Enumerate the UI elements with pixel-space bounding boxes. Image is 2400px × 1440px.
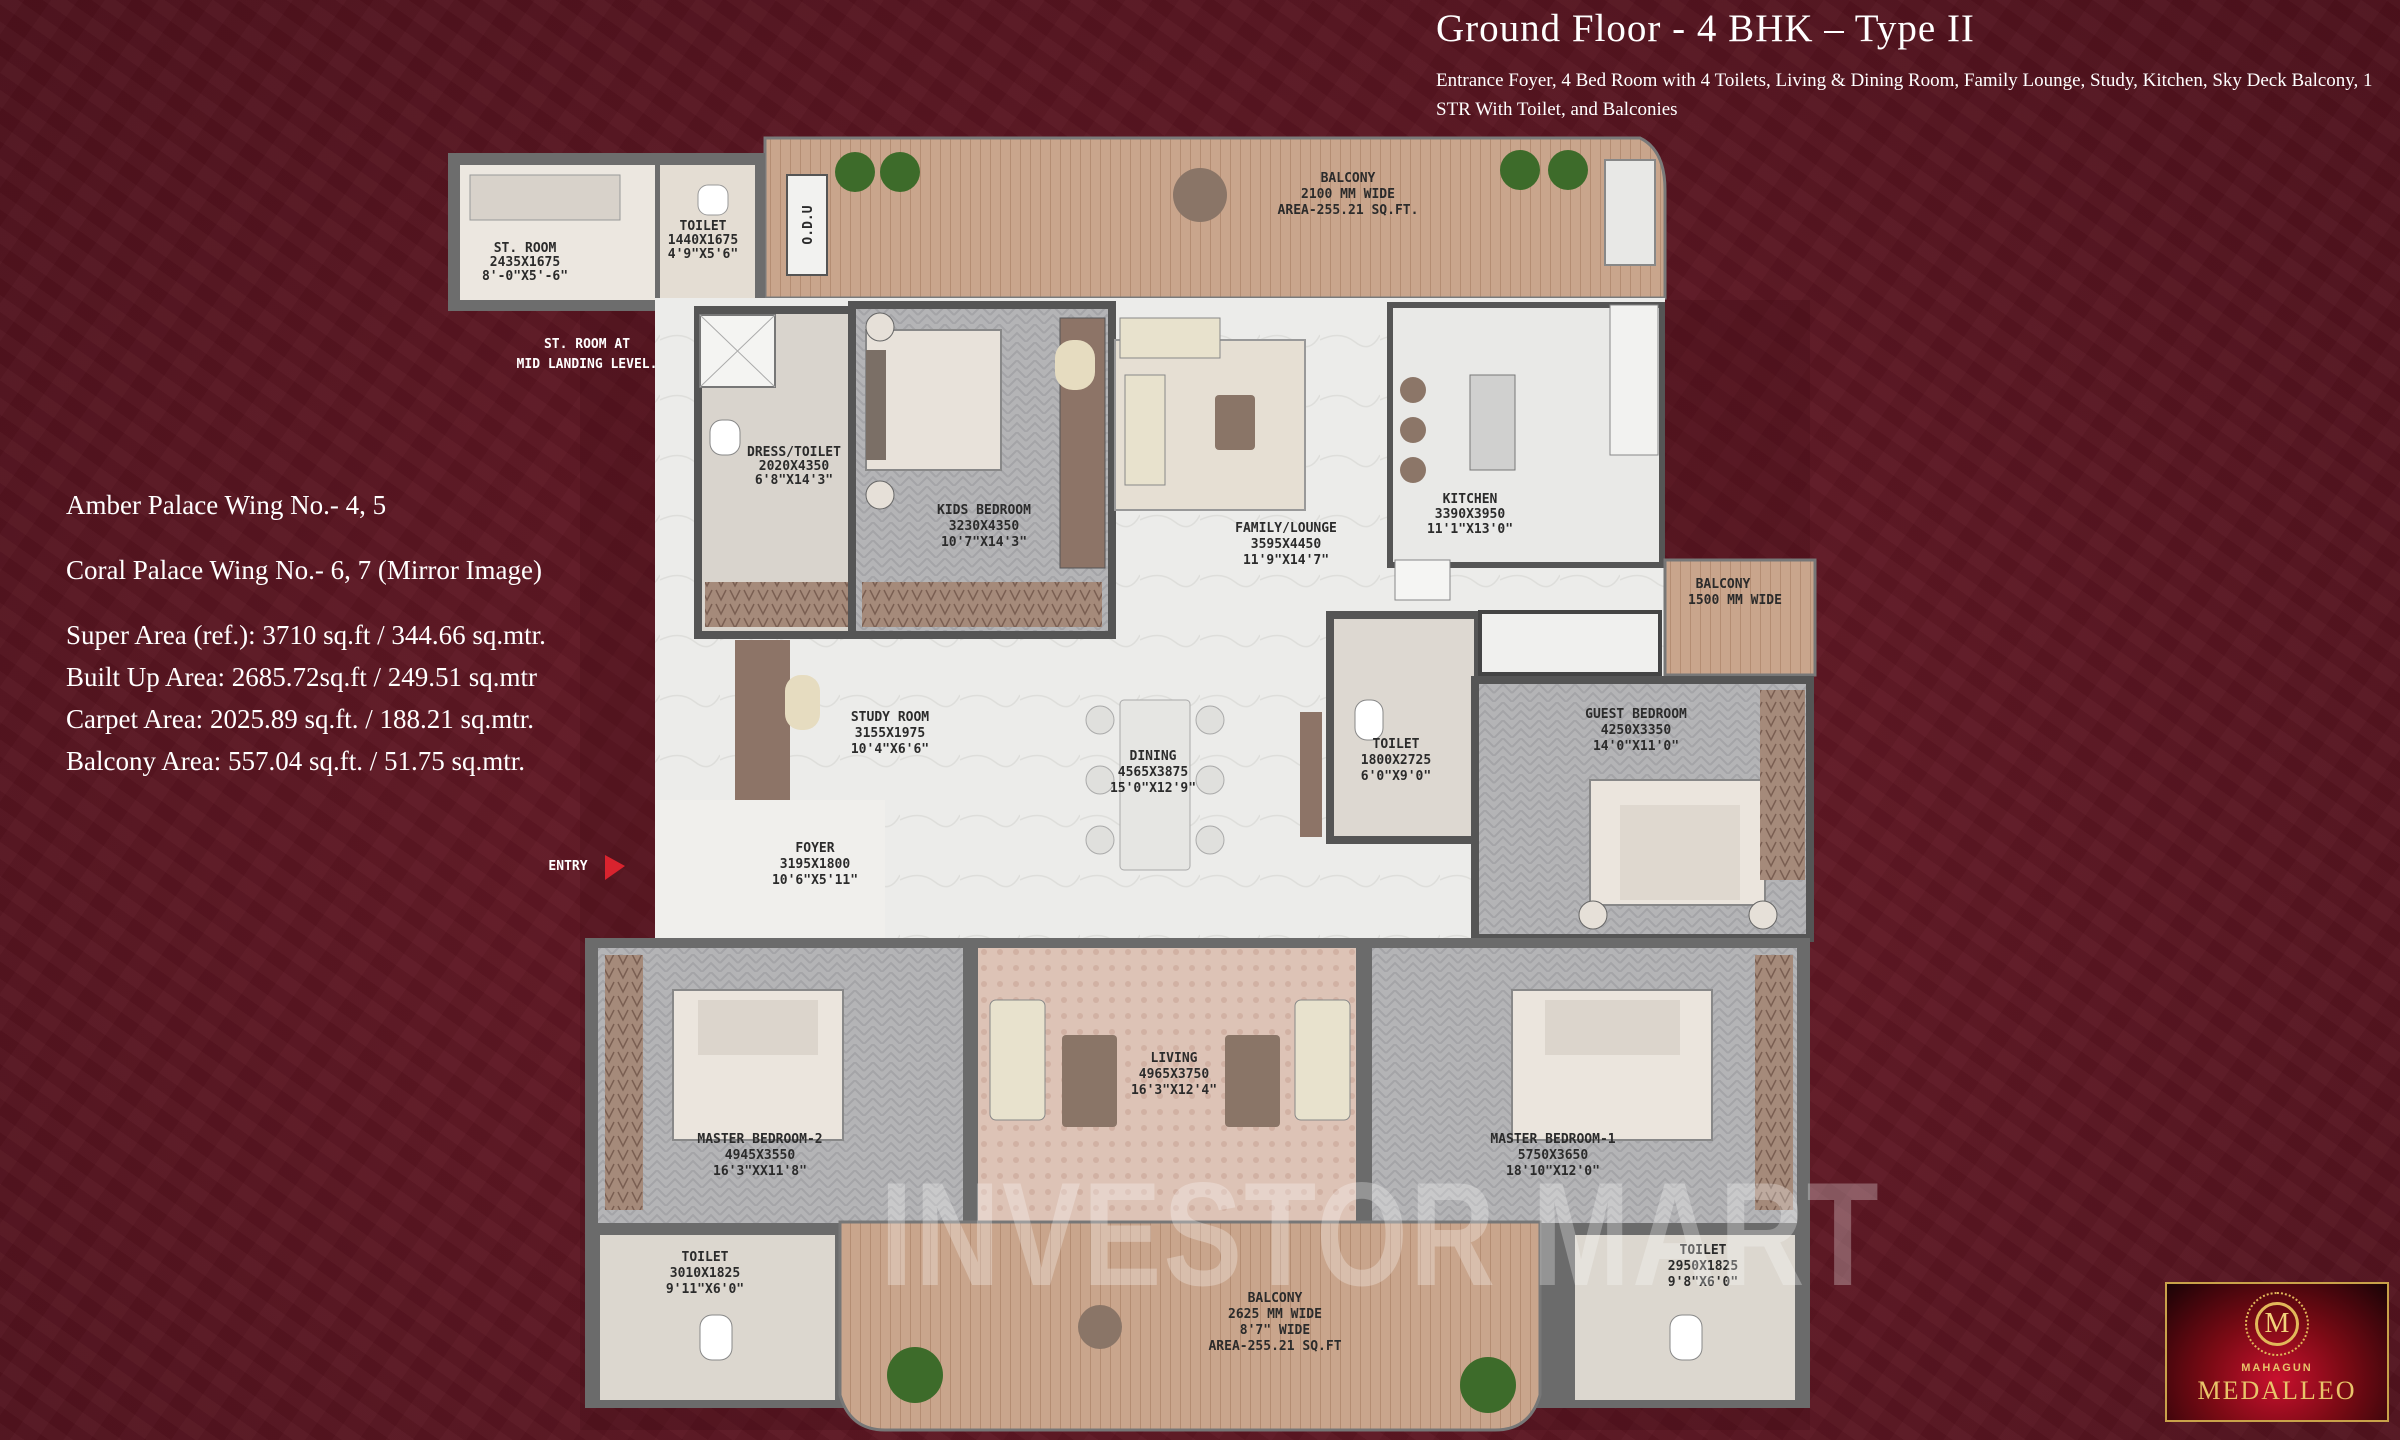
label-kitchen: KITCHEN <box>1443 492 1498 507</box>
label-balcony-bottom: BALCONY <box>1248 1291 1303 1306</box>
wing-info-amber: Amber Palace Wing No.- 4, 5 <box>66 490 387 520</box>
label-toilet-bottom-right: TOILET <box>1680 1243 1727 1258</box>
balcony-top <box>763 136 1667 300</box>
logo-line2: MEDALLEO <box>2197 1376 2357 1405</box>
watermark: INVESTOR MART <box>880 1152 1881 1318</box>
label-kids-bedroom: KIDS BEDROOM <box>937 503 1031 518</box>
logo-ring-icon <box>2245 1292 2309 1356</box>
label-dress-toilet: DRESS/TOILET <box>747 445 841 460</box>
page-subtitle: Entrance Foyer, 4 Bed Room with 4 Toilet… <box>1436 70 2373 120</box>
label-st-room: ST. ROOM <box>494 241 557 256</box>
label-st-note: ST. ROOM AT <box>544 337 630 352</box>
label-toilet-st: TOILET <box>680 219 727 234</box>
carpet-area: Carpet Area: 2025.89 sq.ft. / 188.21 sq.… <box>66 704 534 734</box>
brand-logo: M MAHAGUN MEDALLEO <box>2165 1282 2389 1422</box>
label-dining: DINING <box>1130 749 1177 764</box>
wing-info-coral: Coral Palace Wing No.- 6, 7 (Mirror Imag… <box>66 555 543 585</box>
entry-arrow-icon <box>605 855 625 880</box>
label-odu: O.D.U <box>801 205 816 244</box>
label-foyer: FOYER <box>795 841 834 856</box>
label-master-bedroom-1: MASTER BEDROOM-1 <box>1490 1132 1615 1147</box>
page-title: Ground Floor - 4 BHK – Type II <box>1436 7 1975 50</box>
label-toilet-bottom-left: TOILET <box>682 1250 729 1265</box>
label-living: LIVING <box>1151 1051 1198 1066</box>
label-master-bedroom-2: MASTER BEDROOM-2 <box>697 1132 822 1147</box>
label-guest-bedroom: GUEST BEDROOM <box>1585 707 1687 722</box>
balcony-right <box>1663 558 1817 677</box>
logo-monogram: M <box>2255 1302 2299 1346</box>
label-balcony-right: BALCONY <box>1696 577 1751 592</box>
label-family-lounge: FAMILY/LOUNGE <box>1235 521 1337 536</box>
balcony-bottom <box>838 1220 1542 1432</box>
super-area: Super Area (ref.): 3710 sq.ft / 344.66 s… <box>66 620 546 650</box>
logo-line1: MAHAGUN <box>2241 1362 2313 1374</box>
built-up-area: Built Up Area: 2685.72sq.ft / 249.51 sq.… <box>66 662 537 692</box>
label-toilet-mid: TOILET <box>1373 737 1420 752</box>
label-study-room: STUDY ROOM <box>851 710 929 725</box>
balcony-area: Balcony Area: 557.04 sq.ft. / 51.75 sq.m… <box>66 746 525 776</box>
label-balcony-top: BALCONY <box>1321 171 1376 186</box>
label-entry: ENTRY <box>548 859 587 874</box>
